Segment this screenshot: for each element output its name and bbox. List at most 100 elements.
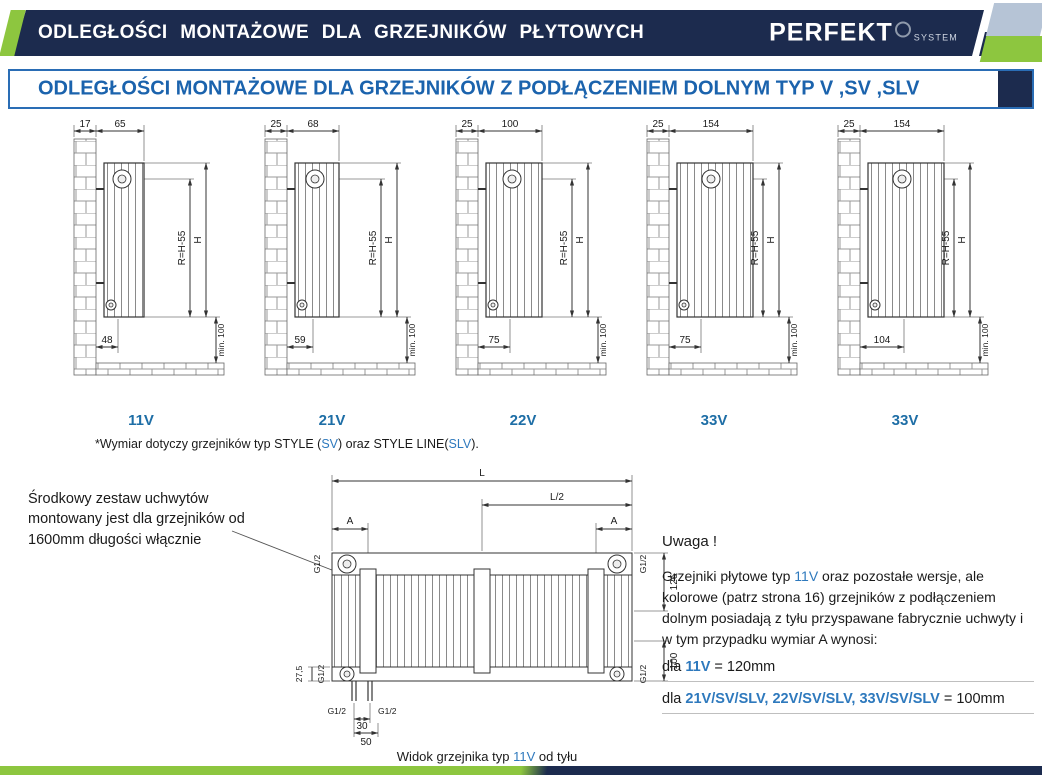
dim-r: R=H-55 <box>559 230 570 265</box>
figure-type-label: 33V <box>891 412 919 429</box>
dimension-a-line-1: dla 11V = 120mm <box>662 650 1034 682</box>
radiator-body <box>294 162 340 318</box>
dim-126-group <box>634 552 668 612</box>
g12-pipe-right: G1/2 <box>378 706 397 716</box>
notice-heading: Uwaga ! <box>662 533 718 550</box>
dim-h: H <box>575 236 586 243</box>
g12-bottom-right: G1/2 <box>638 665 648 684</box>
floor <box>668 362 798 376</box>
footnote-slv: SLV <box>448 437 472 451</box>
dim-depth: 100 <box>502 119 519 130</box>
dimension-a-line-2: dla 21V/SV/SLV, 22V/SV/SLV, 33V/SV/SLV =… <box>662 682 1034 714</box>
dim-min: min. 100 <box>980 323 990 356</box>
dim-r: R=H-55 <box>941 230 952 265</box>
floor <box>286 362 416 376</box>
dim-a-right: A <box>611 516 618 527</box>
dimension-lines <box>73 125 220 364</box>
header-band <box>12 10 984 56</box>
figure-type-label: 11V <box>128 412 154 429</box>
dim-275-group <box>308 666 330 682</box>
dim-depth: 68 <box>307 119 319 130</box>
dim-min: min. 100 <box>789 323 799 356</box>
bracket-right <box>587 568 605 674</box>
radiator-side-diagram: 17 65 R=H-55 H min. 100 48 <box>73 119 226 376</box>
section-title: ODLEGŁOŚCI MONTAŻOWE DLA GRZEJNIKÓW Z PO… <box>38 77 920 100</box>
style-footnote: *Wymiar dotyczy grzejników typ STYLE (SV… <box>95 437 479 451</box>
type-list: 21V/SV/SLV, 22V/SV/SLV, 33V/SV/SLV <box>685 691 940 707</box>
radiator-body <box>103 162 145 318</box>
floor <box>95 362 225 376</box>
notice-type-ref: 11V <box>794 568 819 584</box>
dim-half-length: L/2 <box>550 492 564 503</box>
floor <box>859 362 989 376</box>
center-bracket-note: Środkowy zestaw uchwytów montowany jest … <box>28 491 245 548</box>
dimension-lines <box>455 125 602 364</box>
dim-100: 100 <box>669 652 680 669</box>
dim-h: H <box>766 236 777 243</box>
wall <box>837 138 861 376</box>
header-accent-right-bottom <box>979 36 1042 62</box>
dim-27-5: 27,5 <box>294 665 304 682</box>
type-11v: 11V <box>685 659 711 675</box>
section-header-accent <box>998 71 1032 107</box>
brand-logo: PERFEKT SYSTEM <box>769 20 958 46</box>
radiator-figure: 25 100 R=H-55 H min. 100 75 22V <box>430 117 616 429</box>
figure-type-label: 22V <box>509 412 537 429</box>
dim-bottom: 104 <box>874 335 891 346</box>
figure-type-label: 21V <box>318 412 346 429</box>
page-header: ODLEGŁOŚCI MONTAŻOWE DLA GRZEJNIKÓW PŁYT… <box>0 3 1042 62</box>
radiator-figure: 25 154 R=H-55 H min. 100 75 33V <box>621 117 807 429</box>
back-view-caption: Widok grzejnika typ 11V od tyłu <box>396 749 578 764</box>
mounting-figures-row: 17 65 R=H-55 H min. 100 48 11V <box>48 117 998 429</box>
g12-top-right: G1/2 <box>638 555 648 574</box>
dim-r: R=H-55 <box>750 230 761 265</box>
radiator-figure: 25 154 R=H-55 H min. 100 104 33V <box>812 117 998 429</box>
bottom-section: Środkowy zestaw uchwytów montowany jest … <box>0 461 1042 767</box>
dim-r: R=H-55 <box>177 230 188 265</box>
bracket-left <box>359 568 377 674</box>
radiator-body <box>867 162 945 318</box>
dim-wall-thickness: 25 <box>270 119 282 130</box>
radiator-figure: 17 65 R=H-55 H min. 100 48 11V <box>48 117 234 429</box>
radiator-body <box>676 162 754 318</box>
footer-color-bar <box>0 766 1042 775</box>
dim-bottom: 59 <box>294 335 306 346</box>
radiator-body <box>485 162 543 318</box>
figure-type-label: 33V <box>700 412 728 429</box>
g12-bottom-left: G1/2 <box>316 665 326 684</box>
dim-wall-thickness: 25 <box>652 119 664 130</box>
dim-wall-thickness: 25 <box>461 119 473 130</box>
radiator-back-body <box>331 552 633 701</box>
dim-depth: 154 <box>703 119 720 130</box>
dim-126: 126 <box>669 573 680 590</box>
dim-wall-thickness: 17 <box>79 119 91 130</box>
header-accent-right-top <box>985 3 1042 36</box>
dim-bottom: 75 <box>679 335 691 346</box>
radiator-back-view-diagram: L L/2 A A G1/2 G1/2 G1/2 G1/2 <box>294 468 680 748</box>
dim-a-left: A <box>347 516 354 527</box>
radiator-figure: 25 68 R=H-55 H min. 100 59 21V <box>239 117 425 429</box>
dim-wall-thickness: 25 <box>843 119 855 130</box>
dim-30: 30 <box>356 721 368 732</box>
dim-depth: 154 <box>894 119 911 130</box>
floor <box>477 362 607 376</box>
notice-paragraph: Grzejniki płytowe typ 11V oraz pozostałe… <box>662 568 1024 647</box>
dim-h: H <box>957 236 968 243</box>
radiator-side-diagram: 25 154 R=H-55 H min. 100 104 <box>837 119 990 376</box>
dimension-lines <box>331 475 633 565</box>
dim-min: min. 100 <box>216 323 226 356</box>
g12-pipe-left: G1/2 <box>328 706 347 716</box>
g12-top-left: G1/2 <box>312 555 322 574</box>
dim-30-50-group <box>353 703 379 737</box>
dim-h: H <box>193 236 204 243</box>
dim-min: min. 100 <box>598 323 608 356</box>
footnote-sv: SV <box>321 437 339 451</box>
dim-r: R=H-55 <box>368 230 379 265</box>
page-title: ODLEGŁOŚCI MONTAŻOWE DLA GRZEJNIKÓW PŁYT… <box>38 22 645 43</box>
wall <box>646 138 670 376</box>
bracket-center <box>473 568 491 674</box>
dim-h: H <box>384 236 395 243</box>
radiator-side-diagram: 25 154 R=H-55 H min. 100 75 <box>646 119 799 376</box>
dim-depth: 65 <box>114 119 126 130</box>
brand-ring-icon <box>894 21 911 38</box>
